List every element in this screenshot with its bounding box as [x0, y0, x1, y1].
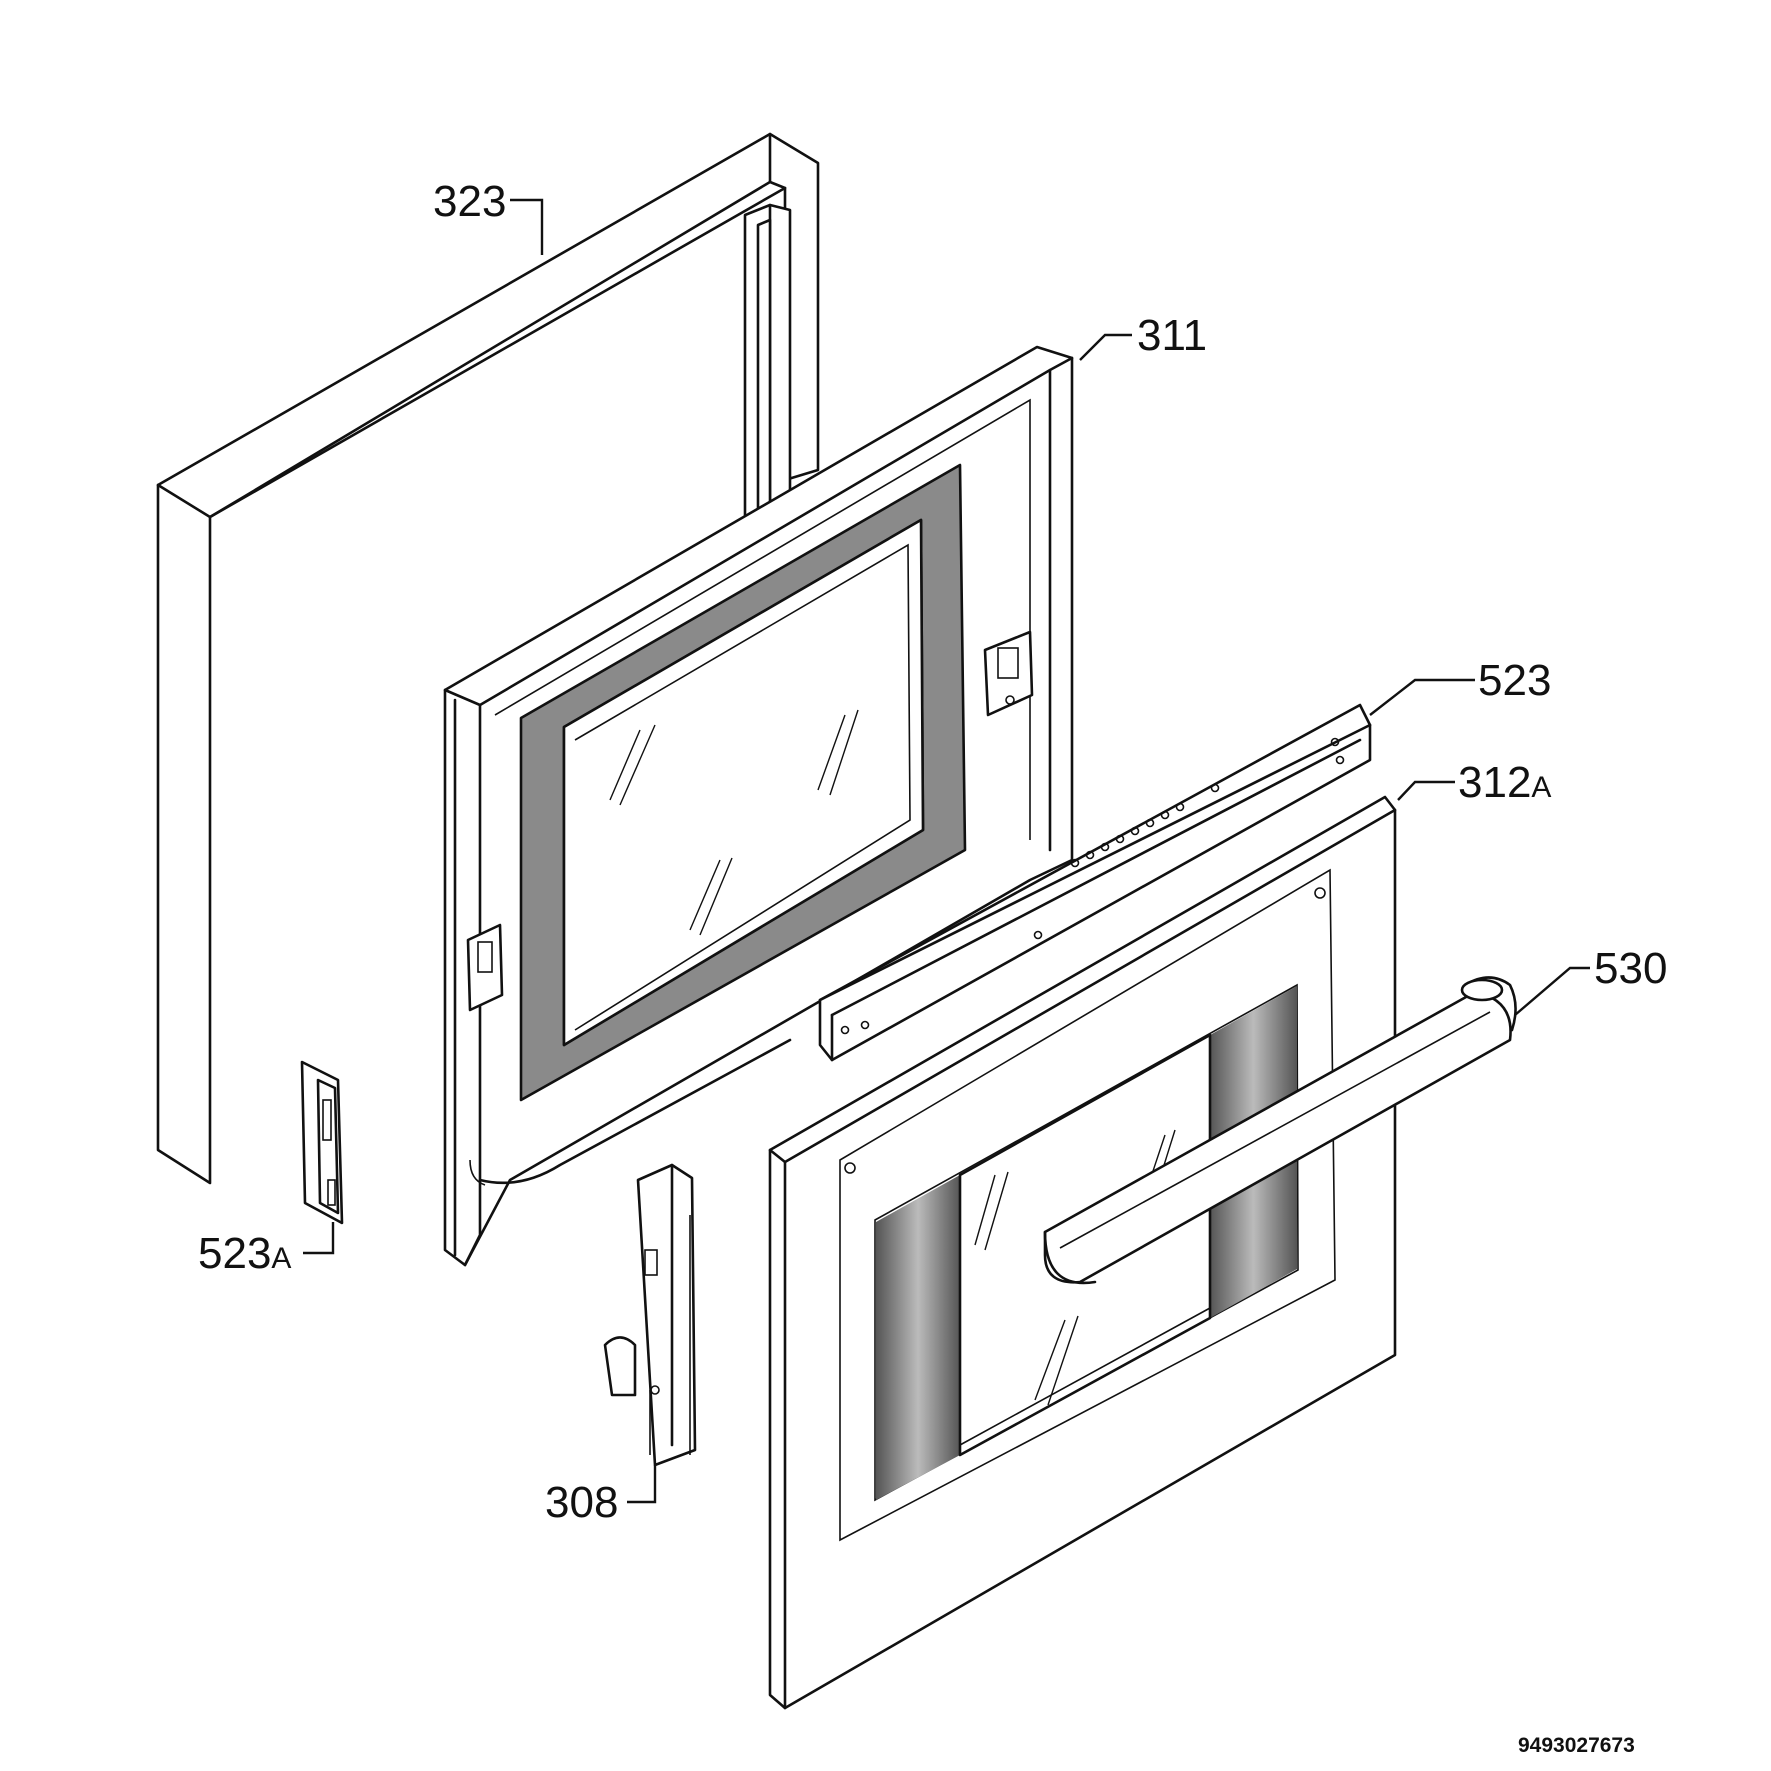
part-311-inner-door [443, 345, 1074, 1267]
glass-reflection [609, 709, 859, 936]
document-number: 9493027673 [1518, 1734, 1635, 1757]
hinge-bracket-left [466, 923, 504, 1012]
callout-312A-suffix: A [1531, 771, 1551, 804]
rail-holes [840, 737, 1345, 1035]
part-308-hinge [603, 1163, 697, 1467]
callout-311: 311 [1137, 311, 1207, 360]
callout-530: 530 [1594, 944, 1667, 993]
callout-523A: 523A [198, 1229, 291, 1278]
part-523-top-rail [818, 703, 1372, 1062]
part-530-handle [1043, 976, 1517, 1285]
hinge-bracket-right [983, 630, 1034, 717]
callout-523A-number: 523 [198, 1229, 271, 1278]
callout-523A-suffix: A [271, 1242, 291, 1275]
callout-312A: 312A [1458, 758, 1551, 807]
callout-308: 308 [545, 1478, 618, 1527]
part-523A-clip [300, 1060, 344, 1225]
callout-312A-number: 312 [1458, 758, 1531, 807]
callout-323: 323 [433, 177, 506, 226]
leader-lines [303, 198, 1590, 1504]
callout-labels: 323 311 523 312A 530 523A 308 [198, 177, 1667, 1527]
callout-523: 523 [1478, 656, 1551, 705]
